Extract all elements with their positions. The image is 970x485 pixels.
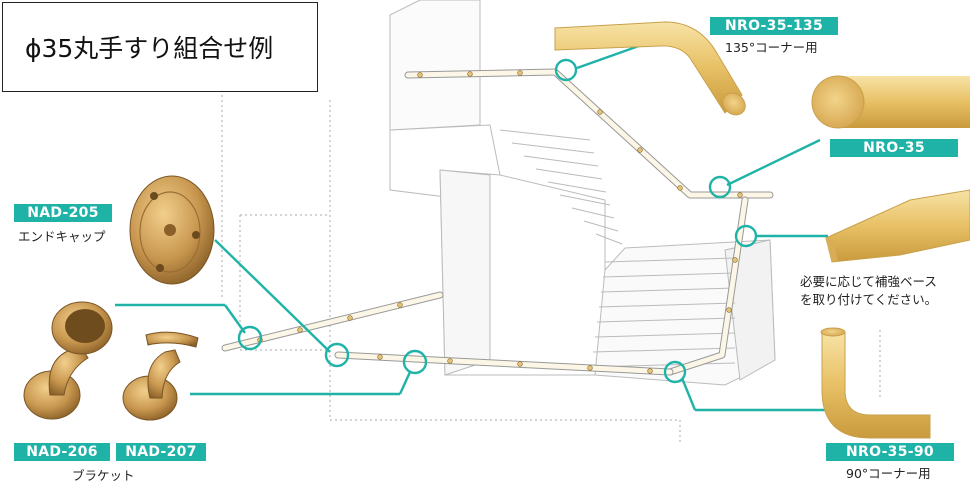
nad-207-bracket-image [122, 331, 199, 421]
wall-outline [221, 95, 881, 445]
rail-bracket-dot [517, 361, 523, 367]
lower-stair-tread [598, 302, 736, 308]
nro-35-90-desc: 90°コーナー用 [846, 466, 931, 481]
rail-bracket-dot [467, 71, 473, 77]
nro-35-90-label: NRO-35-90 [826, 443, 954, 461]
page-title: ϕ35丸手すり組合せ例 [2, 2, 318, 92]
base-note: 必要に応じて補強ベース を取り付けてください。 [800, 273, 937, 309]
rail-bracket-dot [377, 354, 383, 360]
lower-stair-tread [594, 332, 736, 338]
rail-bracket-dot [732, 257, 738, 263]
nad-207-label: NAD-207 [116, 443, 206, 461]
nro-35-rail-image [811, 75, 970, 129]
upper-stair-tread [499, 129, 591, 141]
upper-stair-tread [559, 194, 611, 206]
upper-stair-tread [571, 207, 615, 219]
handrails [221, 68, 774, 376]
rail-bracket-dot [447, 358, 453, 364]
upper-stair-tread [583, 220, 619, 232]
lower-stair-tread [604, 257, 736, 263]
nad-206-label: NAD-206 [14, 443, 110, 461]
rail-bracket-dot [677, 185, 683, 191]
leader-lines [115, 40, 828, 412]
nro-35-135-desc: 135°コーナー用 [725, 40, 818, 55]
nad-205-desc: エンドキャップ [18, 229, 106, 244]
rail-bracket-dot [347, 315, 353, 321]
nad-205-label: NAD-205 [14, 204, 112, 222]
rail-bracket-dot [637, 147, 643, 153]
rail-bracket-dot [726, 307, 732, 313]
highlight-circles [237, 58, 758, 384]
lower-stair-tread [600, 287, 736, 293]
lower-stair-tread [592, 347, 736, 353]
upper-stair-tread [523, 155, 599, 167]
upper-stair-tread [595, 233, 623, 245]
nro-35-135-label: NRO-35-135 [710, 17, 838, 35]
lower-stair-tread [596, 317, 736, 323]
nro-35-label: NRO-35 [830, 139, 958, 157]
rail-bracket-dot [417, 72, 423, 78]
rail-bracket-dot [297, 327, 303, 333]
reinforcement-base-image [825, 189, 970, 263]
rail-bracket-dot [597, 109, 603, 115]
staircase [389, 0, 776, 386]
nad-205-endcap-image [129, 175, 215, 285]
base-note-line1: 必要に応じて補強ベース [800, 274, 937, 289]
rail-bracket-dot [587, 365, 593, 371]
nro-35-135-rail-image [554, 21, 746, 116]
lower-stair-tread [602, 272, 736, 278]
rail-bracket-dot [737, 192, 743, 198]
base-note-line2: を取り付けてください。 [800, 292, 938, 307]
rail-bracket-dot [397, 302, 403, 308]
nro-35-90-rail-image [820, 327, 931, 439]
bracket-desc: ブラケット [72, 468, 135, 483]
upper-stair-tread [547, 181, 607, 193]
upper-stair-tread [535, 168, 603, 180]
nad-206-bracket-image [23, 301, 113, 420]
rail-bracket-dot [647, 368, 653, 374]
upper-stair-tread [511, 142, 595, 154]
rail-bracket-dot [517, 70, 523, 76]
